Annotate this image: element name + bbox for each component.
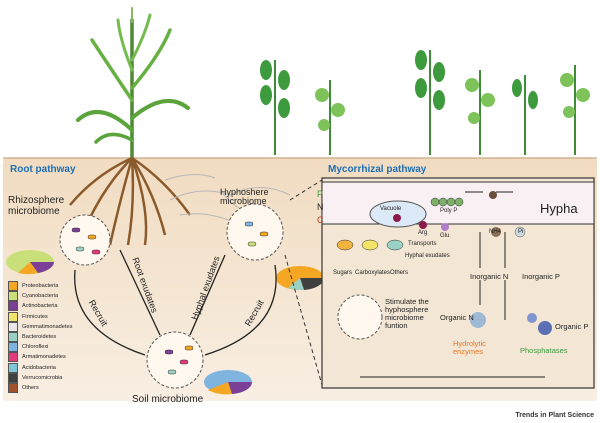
hydrolytic-label: Hydrolytic enzymes	[453, 339, 486, 356]
sugars-label: Sugars	[333, 270, 353, 276]
soil-microbiome-label: Soil microbiome	[132, 394, 204, 405]
legend-swatch	[8, 301, 18, 312]
legume-plants-icon	[260, 50, 590, 155]
arg-glu-icon	[419, 221, 449, 231]
legend-label: Gemmatimonadetes	[22, 323, 73, 330]
legend-label: Others	[22, 384, 39, 391]
pathway-arrows-icon	[74, 249, 277, 356]
inorganic-n-label: Inorganic N	[470, 272, 509, 281]
pie-chart-hyphosphere-icon	[276, 266, 325, 291]
legend-label: Verrucomicrobia	[22, 374, 63, 381]
hyphosphere-label: Hyphoshere microbiome	[220, 187, 269, 207]
legend-item: Bacteroidetes	[8, 332, 72, 343]
pi-label: Pi	[518, 229, 524, 235]
side-n-label: N	[317, 202, 324, 212]
soil-circle	[146, 331, 204, 389]
vacuole-shape	[369, 200, 427, 228]
legend-item: Actinobacteria	[8, 301, 72, 312]
legend-label: Chloroflexi	[22, 344, 49, 351]
carboxylates-label: Carboxylates	[355, 270, 391, 276]
rhizosphere-circle	[59, 214, 111, 266]
maize-plant-icon	[76, 7, 190, 162]
phosphatases-label: Phosphatases	[520, 346, 568, 355]
microbe-cells-icon	[71, 221, 269, 375]
others-label: Others	[390, 270, 409, 276]
legend-item: Verrucomicrobia	[8, 372, 72, 383]
legend-swatch	[8, 342, 18, 353]
legend-swatch	[8, 332, 18, 343]
hypha-label: Hypha	[540, 201, 578, 216]
arg-label: Arg	[418, 230, 428, 236]
mycorrhizal-pathway-title: Mycorrhizal pathway	[328, 164, 427, 175]
legend-item: Chloroflexi	[8, 342, 72, 353]
stimulate-circle	[337, 294, 383, 340]
organic-n-label: Organic N	[440, 313, 474, 322]
legend-swatch	[8, 352, 18, 363]
legend-label: Actinobacteria	[22, 303, 58, 310]
maize-roots-icon	[69, 156, 192, 246]
legend-label: Firmicutes	[22, 313, 48, 320]
legend-item: Armatimonadetes	[8, 352, 72, 363]
legend-item: Proteobacteria	[8, 281, 72, 292]
legend-item: Acidobacteria	[8, 362, 72, 373]
legend-item: Gemmatimonadetes	[8, 321, 73, 332]
organic-p-label: Organic P	[555, 322, 589, 331]
legend-label: Bacteroidetes	[22, 334, 57, 341]
hyphosphere-circle	[226, 203, 284, 261]
legend-label: Armatimonadetes	[22, 354, 66, 361]
rhizosphere-label: Rhizosphere microbiome	[8, 195, 65, 217]
nh4-label: NH4	[489, 229, 502, 235]
inorganic-p-label: Inorganic P	[522, 272, 560, 281]
legend-item: Firmicutes	[8, 311, 72, 322]
vacuole-label: Vacuole	[380, 206, 402, 212]
legend-swatch	[8, 311, 18, 322]
legend-label: Cyanobacteria	[22, 293, 59, 300]
side-c-label: C	[317, 215, 324, 225]
legend-swatch	[8, 281, 18, 292]
transports-label: Transports	[408, 241, 437, 247]
legend-item: Cyanobacteria	[8, 291, 72, 302]
legend-swatch	[8, 362, 18, 373]
legend-label: Proteobacteria	[22, 283, 59, 290]
organic-n-cell	[470, 312, 486, 328]
organic-p-cell	[538, 321, 552, 335]
hyphal-exudates-box-label: Hyphal exudates	[405, 253, 450, 259]
legend-swatch	[8, 291, 18, 302]
poly-p-chain-icon	[430, 197, 464, 207]
glu-label: Glu	[440, 233, 450, 239]
transport-arrows-icon	[465, 191, 513, 320]
legend-label: Acidobacteria	[22, 364, 56, 371]
legend-item: Others	[8, 382, 72, 393]
root-pathway-title: Root pathway	[10, 164, 76, 175]
side-p-label: P	[317, 189, 324, 199]
pie-chart-rhizosphere-icon	[6, 250, 54, 275]
legend-swatch	[8, 382, 18, 393]
legend-swatch	[8, 321, 18, 332]
legend-swatch	[8, 372, 18, 383]
pie-chart-soil-icon	[204, 370, 253, 395]
exudate-cells-icon	[336, 239, 404, 251]
stimulate-label: Stimulate the hyphosphere microbiome fun…	[385, 297, 429, 330]
footer-credit: Trends in Plant Science	[515, 412, 594, 419]
poly-p-label: Poly P	[440, 208, 458, 214]
